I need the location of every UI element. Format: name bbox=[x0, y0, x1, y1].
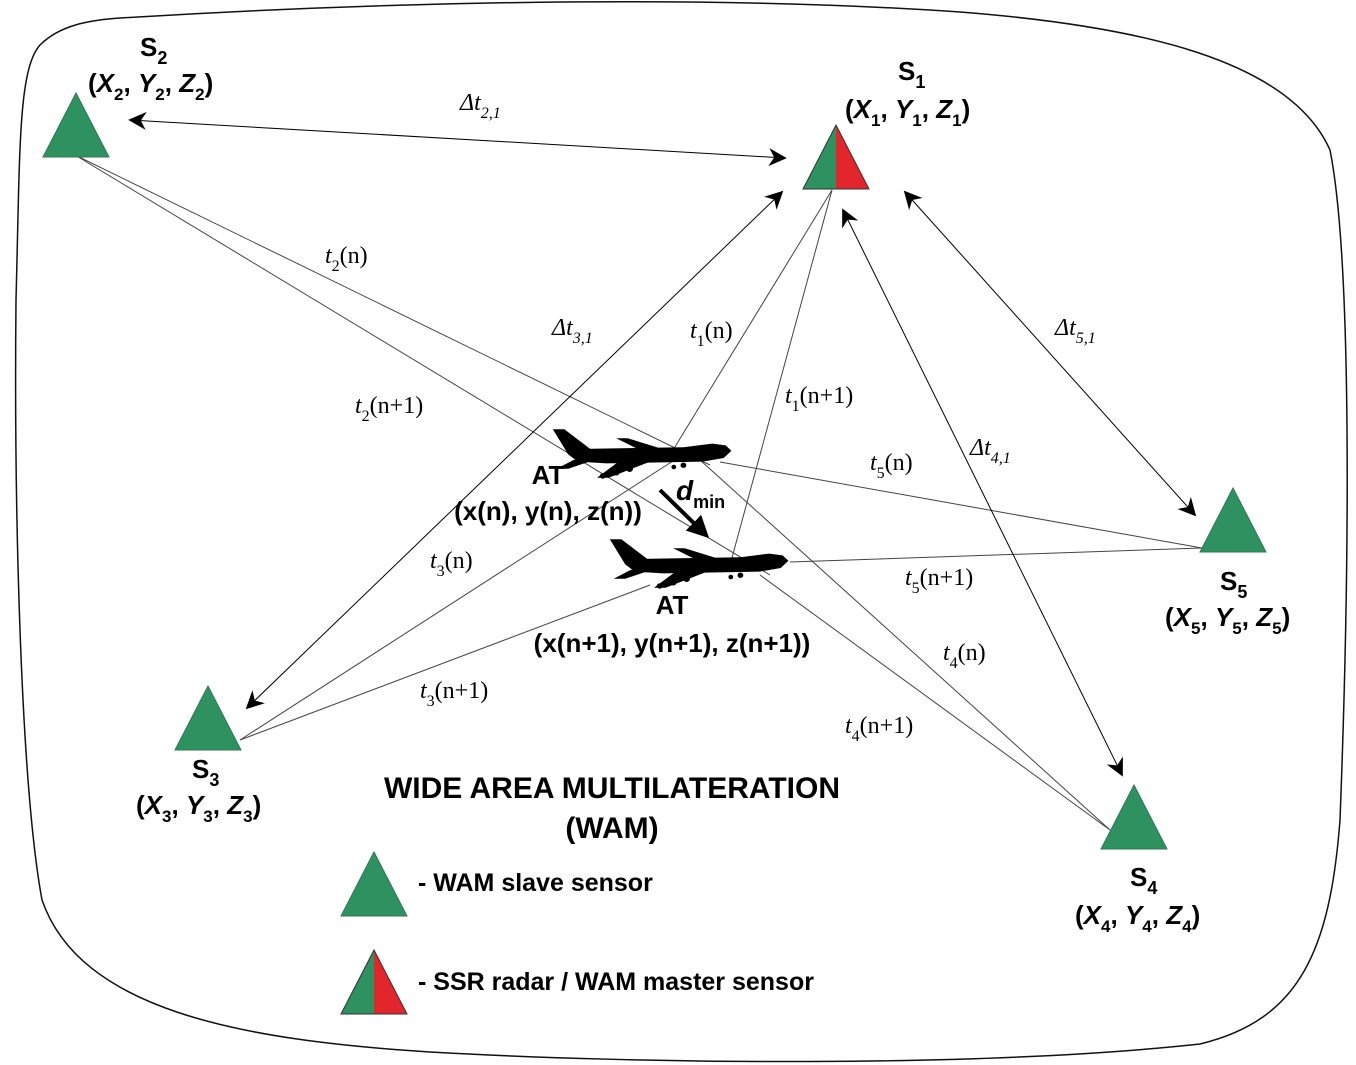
diagram-title-line2: (WAM) bbox=[565, 812, 658, 845]
aircraft-at-n1-icon bbox=[609, 539, 789, 589]
sensor-s4 bbox=[1100, 783, 1168, 850]
signal-label-t1n: t1(n) bbox=[690, 318, 733, 350]
sensor-s1 bbox=[802, 123, 870, 190]
signal-label-t1n1: t1(n+1) bbox=[785, 383, 853, 415]
signal-label-t3n1: t3(n+1) bbox=[420, 678, 488, 710]
signal-label-t4n1: t4(n+1) bbox=[845, 713, 913, 745]
signal-label-t4n: t4(n) bbox=[943, 640, 986, 672]
svg-text:S5: S5 bbox=[1220, 566, 1247, 602]
signal-label-t3n: t3(n) bbox=[430, 548, 473, 580]
tdoa-label-2-1: Δt2,1 bbox=[459, 90, 501, 122]
svg-text:S2: S2 bbox=[140, 32, 167, 68]
diagram-title-line1: WIDE AREA MULTILATERATION bbox=[384, 772, 840, 805]
slave-sensor-icon bbox=[1100, 783, 1168, 850]
tdoa-arrows bbox=[128, 111, 1197, 777]
legend-slave-label: - WAM slave sensor bbox=[418, 869, 653, 897]
svg-text:S3: S3 bbox=[192, 754, 219, 790]
sensor-s5 bbox=[1199, 486, 1267, 553]
aircraft-at-n-icon bbox=[552, 429, 732, 479]
coverage-boundary bbox=[14, 0, 1348, 1063]
sensor-label-s5: S5 (X5, Y5, Z5) bbox=[1165, 566, 1290, 638]
signal-label-t2n1: t2(n+1) bbox=[355, 393, 423, 425]
svg-text:(X3, Y3, Z3): (X3, Y3, Z3) bbox=[136, 790, 261, 826]
svg-text:S4: S4 bbox=[1130, 862, 1157, 898]
dmin-arrow bbox=[658, 488, 710, 539]
signal-label-t5n1: t5(n+1) bbox=[905, 565, 973, 597]
sensor-label-s2: S2 (X2, Y2, Z2) bbox=[88, 32, 213, 104]
sensor-s2 bbox=[42, 91, 110, 158]
svg-text:S1: S1 bbox=[898, 56, 925, 92]
slave-sensor-icon bbox=[42, 91, 110, 158]
legend: - WAM slave sensor - SSR radar / WAM mas… bbox=[340, 850, 814, 1015]
svg-text:(X4, Y4, Z4): (X4, Y4, Z4) bbox=[1075, 900, 1200, 936]
signal-label-t5n: t5(n) bbox=[870, 450, 913, 482]
tdoa-label-3-1: Δt3,1 bbox=[551, 315, 593, 347]
sensor-label-s4: S4 (X4, Y4, Z4) bbox=[1075, 862, 1200, 936]
aircraft-position-n1: (x(n+1), y(n+1), z(n+1)) bbox=[534, 628, 811, 658]
dmin-label: dmin bbox=[676, 475, 725, 512]
sensor-s3 bbox=[174, 684, 242, 751]
legend-slave-icon bbox=[340, 850, 408, 917]
slave-sensor-icon bbox=[1199, 486, 1267, 553]
signal-lines bbox=[74, 154, 1203, 831]
svg-text:(X1, Y1, Z1): (X1, Y1, Z1) bbox=[845, 94, 970, 130]
sensor-label-s3: S3 (X3, Y3, Z3) bbox=[136, 754, 261, 826]
legend-master-label: - SSR radar / WAM master sensor bbox=[418, 968, 814, 996]
aircraft-label-n: AT bbox=[532, 460, 565, 490]
svg-text:(X5, Y5, Z5): (X5, Y5, Z5) bbox=[1165, 602, 1290, 638]
tdoa-label-4-1: Δt4,1 bbox=[969, 435, 1011, 467]
signal-label-t2n: t2(n) bbox=[325, 243, 368, 275]
aircraft-label-n1: AT bbox=[656, 590, 689, 620]
slave-sensor-icon bbox=[174, 684, 242, 751]
tdoa-label-5-1: Δt5,1 bbox=[1054, 315, 1096, 347]
aircraft-position-n: (x(n), y(n), z(n)) bbox=[454, 496, 642, 526]
sensor-label-s1: S1 (X1, Y1, Z1) bbox=[845, 56, 970, 130]
svg-text:(X2, Y2, Z2): (X2, Y2, Z2) bbox=[88, 68, 213, 104]
